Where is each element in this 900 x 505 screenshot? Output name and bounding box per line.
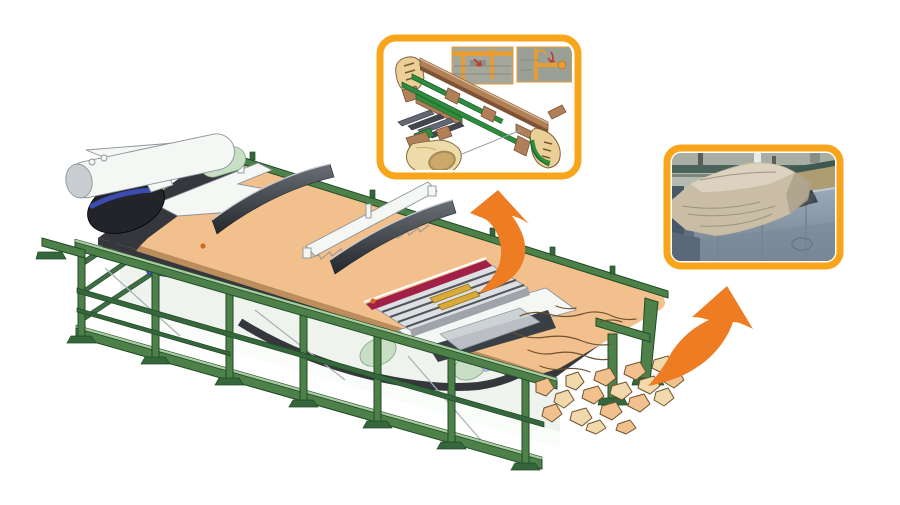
comb-foot [427, 185, 437, 197]
rail-bracket [444, 87, 461, 105]
curved-arrow-to-detail-icon [470, 190, 529, 293]
detail-inset-border [376, 34, 582, 180]
cutaway-white-edge [363, 257, 487, 303]
cake-texture [681, 171, 777, 227]
photo-inset [663, 144, 844, 270]
left-extension-foot [35, 251, 67, 260]
photo-inset-border [663, 144, 844, 270]
photo-inset-content [672, 153, 835, 261]
belt-devices [153, 156, 457, 275]
bolt [370, 298, 376, 304]
mid-rail [76, 287, 545, 428]
frame-feet [66, 335, 541, 471]
vacuum-rod [429, 283, 473, 304]
cake-cracks [511, 305, 637, 373]
red-arrow-icon [547, 51, 556, 63]
vacuum-rod [437, 290, 481, 311]
comb-foot [302, 247, 312, 259]
machine-frame [35, 237, 558, 471]
maroon-seal-strip [366, 260, 492, 310]
bottom-rail-highlight [75, 324, 543, 461]
end-top-beam [595, 317, 651, 343]
top-rail-highlight [74, 238, 558, 382]
detail-sub-panel-1 [451, 46, 514, 85]
red-arrow-icon [473, 58, 482, 67]
baffle-1-edge [211, 163, 331, 221]
roller-bolt [88, 158, 96, 166]
chute-opening [428, 150, 456, 170]
detail-inset-content [395, 46, 572, 170]
cutaway-mechanism [439, 307, 541, 351]
serrated-comb-bar [305, 181, 438, 257]
comb-stem [365, 203, 372, 219]
corrugated-plate-detail [397, 109, 522, 170]
left-extension-rail [41, 237, 86, 259]
bolt [200, 243, 206, 249]
detail-sub-panel-2 [516, 46, 572, 83]
leader-line [461, 129, 522, 155]
plate-front-edge [410, 288, 530, 337]
mid-rail-left [76, 307, 231, 357]
rail-bracket [480, 105, 497, 123]
feed-end-assembly [65, 133, 246, 234]
vacuum-box-cutaway [363, 257, 578, 362]
upper-arm [547, 104, 567, 120]
drum-highlight [89, 187, 155, 209]
head-roller-face [65, 163, 93, 199]
baffle-2-edge [329, 199, 453, 261]
roller-bolt [100, 154, 108, 162]
curved-arrow-to-photo-icon [648, 286, 753, 386]
detail-inset [376, 34, 582, 180]
machine-illustration [35, 133, 693, 471]
